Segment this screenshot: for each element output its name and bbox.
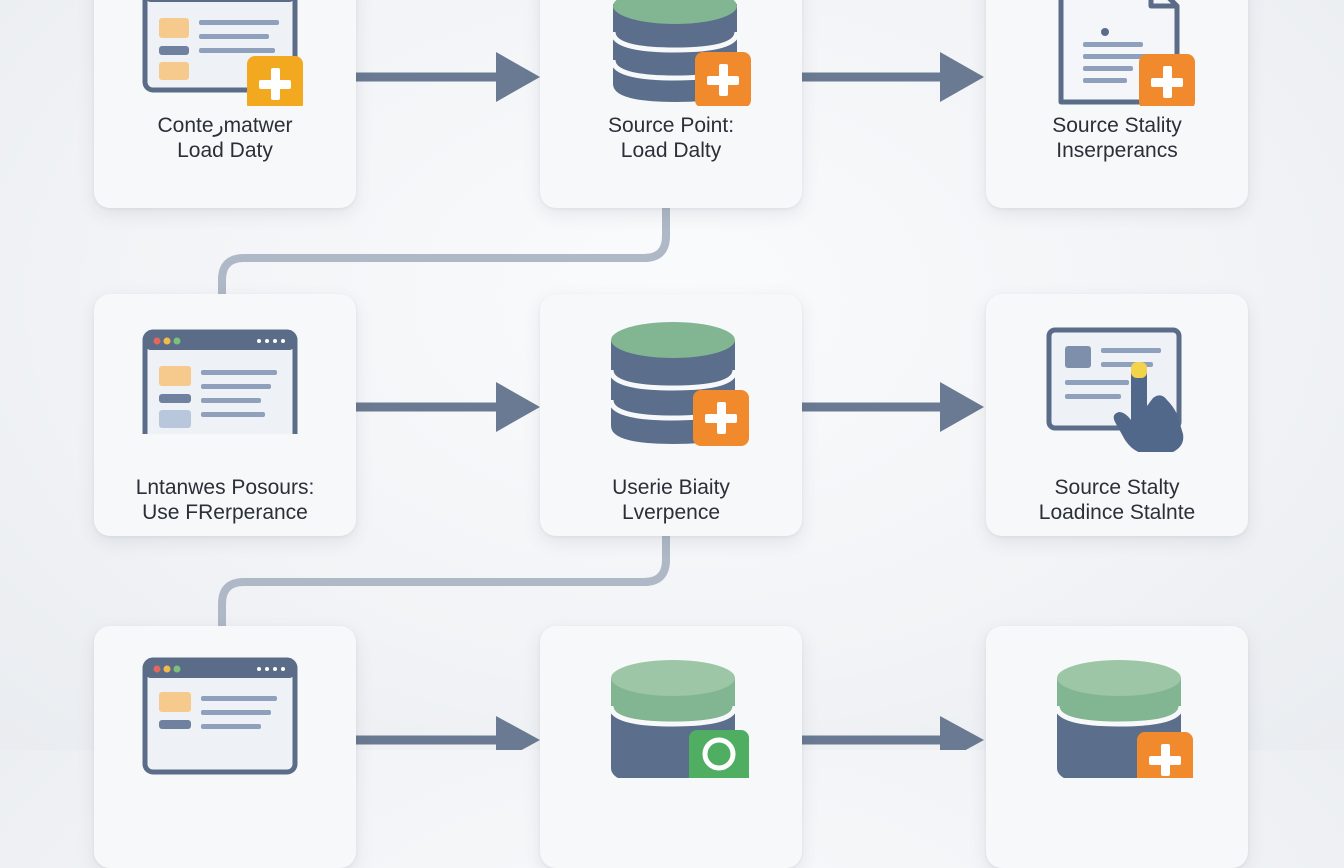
step-label-line2: Loadince Stalnte — [1038, 501, 1196, 524]
step-label-line2: Load Daty — [177, 139, 273, 162]
step-label-3: Source Stality Inserperancs — [986, 113, 1248, 163]
browser-window-icon — [142, 329, 298, 434]
step-label-line1: Source Stality — [1052, 114, 1182, 137]
step-label-1: Conteرmatwer Load Daty — [94, 113, 356, 163]
arrow-4-5 — [356, 382, 540, 432]
database-plus-icon — [608, 322, 749, 446]
browser-window-plus-icon — [142, 0, 303, 106]
step-label-6: Source Stalty Loadince Stalnte — [986, 475, 1248, 525]
step-label-line1: Source Point: — [607, 114, 735, 137]
step-label-5: Userie Biaity Lverpence — [540, 475, 802, 525]
arrow-8-9 — [802, 716, 984, 750]
step-label-2: Source Point: Load Dalty — [540, 113, 802, 163]
arrow-2-3 — [802, 52, 984, 102]
step-label-line2: Inserperancs — [1056, 139, 1178, 162]
step-card-9 — [986, 626, 1248, 868]
document-plus-icon — [1058, 0, 1195, 106]
step-card-8 — [540, 626, 802, 868]
step-label-line2: Use FRerperance — [142, 501, 308, 524]
step-label-line1: Source Stalty — [1054, 476, 1180, 499]
database-check-icon — [608, 660, 749, 778]
step-label-line1: Lntanwes Posours: — [135, 476, 315, 499]
step-label-line2: Load Dalty — [620, 139, 722, 162]
row-connector-1-2 — [218, 204, 670, 300]
arrow-5-6 — [802, 382, 984, 432]
step-label-line1: Userie Biaity — [612, 476, 730, 499]
step-card-1: Conteرmatwer Load Daty — [94, 0, 356, 208]
step-label-4: Lntanwes Posours: Use FRerperance — [94, 475, 356, 525]
step-card-5: Userie Biaity Lverpence — [540, 294, 802, 536]
database-plus-icon — [1054, 660, 1193, 778]
browser-window-icon — [142, 657, 298, 775]
flow-connectors — [218, 52, 984, 750]
step-label-line2: Lverpence — [621, 501, 721, 524]
step-card-3: Source Stality Inserperancs — [986, 0, 1248, 208]
arrow-7-8 — [356, 716, 540, 750]
step-card-7 — [94, 626, 356, 868]
arrow-1-2 — [356, 52, 540, 102]
step-card-2: Source Point: Load Dalty — [540, 0, 802, 208]
pointer-hand-screen-icon — [1046, 327, 1184, 452]
row-connector-2-3 — [218, 531, 670, 630]
step-label-line1: Conteرmatwer — [157, 114, 293, 137]
step-card-6: Source Stalty Loadince Stalnte — [986, 294, 1248, 536]
database-plus-icon — [610, 0, 751, 106]
step-card-4: Lntanwes Posours: Use FRerperance — [94, 294, 356, 536]
